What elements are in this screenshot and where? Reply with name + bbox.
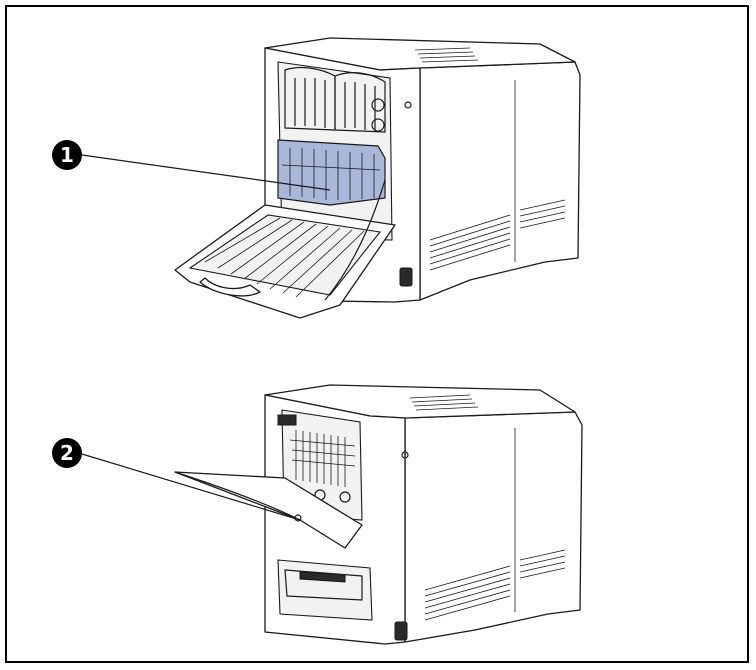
callout-1-badge: 1 xyxy=(52,140,82,170)
callout-2-leader xyxy=(81,453,301,521)
printer-top-illustration xyxy=(174,37,581,319)
printer-bottom-illustration xyxy=(174,384,583,645)
callout-1-leader xyxy=(81,154,331,191)
callout-2-badge: 2 xyxy=(52,438,82,468)
